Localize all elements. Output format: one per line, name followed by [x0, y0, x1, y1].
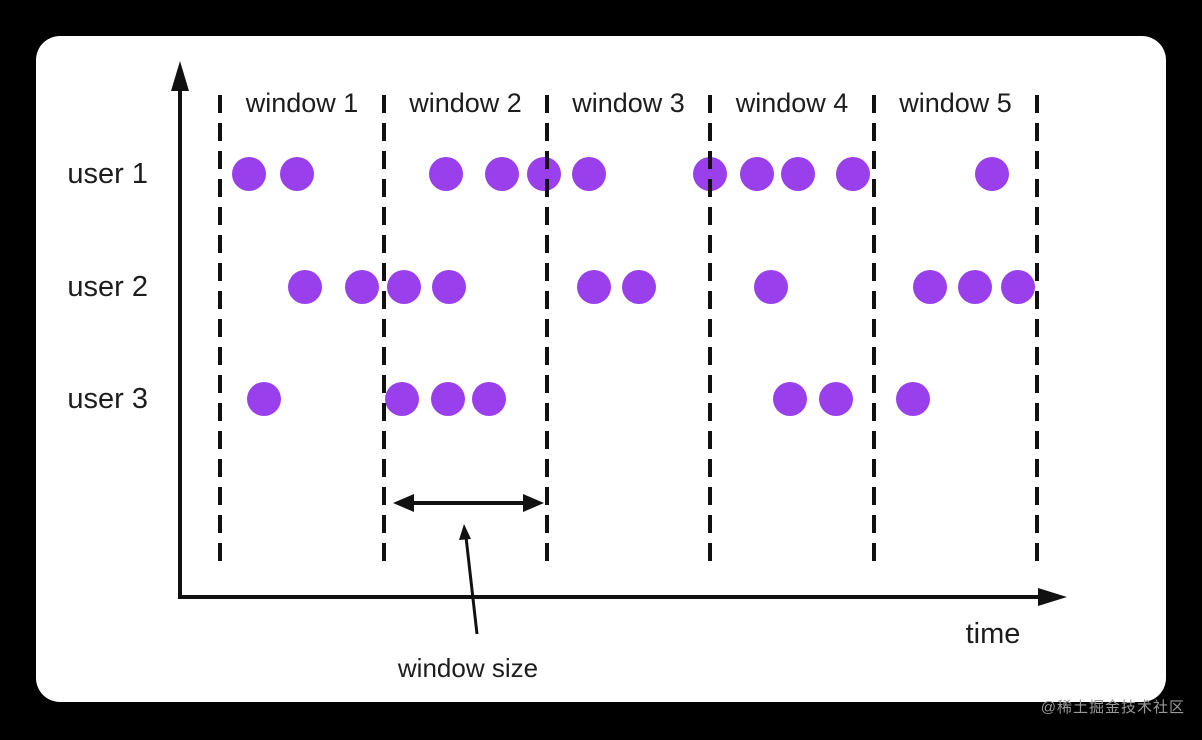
event-dot [232, 157, 266, 191]
event-dot [773, 382, 807, 416]
window-size-label: window size [397, 653, 539, 683]
event-dot [975, 157, 1009, 191]
window-boundary-dashed-line [708, 95, 712, 571]
user-label-3: user 3 [67, 383, 148, 415]
event-dot [622, 270, 656, 304]
event-dot [836, 157, 870, 191]
event-dot [896, 382, 930, 416]
event-dot [385, 382, 419, 416]
window-boundary-dashed-line [1035, 95, 1039, 571]
window-label-4: window 4 [735, 88, 849, 118]
event-dot [280, 157, 314, 191]
window-label-1: window 1 [245, 88, 359, 118]
y-axis-arrowhead-icon [171, 61, 189, 91]
window-size-arrow-right-head-icon [523, 494, 544, 512]
window-boundary-dashed-line [218, 95, 222, 571]
window-size-pointer-line [464, 536, 479, 635]
event-dot [527, 157, 561, 191]
watermark: @稀土掘金技术社区 [1040, 699, 1185, 716]
window-size-pointer-head-icon [459, 524, 471, 540]
event-dot [288, 270, 322, 304]
window-label-3: window 3 [572, 88, 685, 118]
x-axis-arrowhead-icon [1038, 588, 1067, 606]
window-boundary-dashed-line [545, 95, 549, 571]
diagram-card [36, 36, 1166, 702]
event-dot [485, 157, 519, 191]
event-dot [781, 157, 815, 191]
event-dot [1001, 270, 1035, 304]
event-dot [740, 157, 774, 191]
user-label-1: user 1 [67, 158, 148, 190]
event-dot [913, 270, 947, 304]
event-dot [429, 157, 463, 191]
window-boundary-dashed-line [872, 95, 876, 571]
event-dot [431, 382, 465, 416]
window-label-2: window 2 [409, 88, 522, 118]
window-boundary-dashed-line [382, 95, 386, 571]
event-dot [572, 157, 606, 191]
event-dot [819, 382, 853, 416]
event-dot [958, 270, 992, 304]
event-dot [247, 382, 281, 416]
user-label-2: user 2 [67, 271, 148, 303]
event-dot [754, 270, 788, 304]
event-dot [387, 270, 421, 304]
time-axis-label: time [965, 618, 1021, 650]
event-dot [345, 270, 379, 304]
event-dot [472, 382, 506, 416]
event-dot [432, 270, 466, 304]
event-dot [577, 270, 611, 304]
window-label-5: window 5 [899, 88, 1012, 118]
window-size-arrow-left-head-icon [393, 494, 414, 512]
